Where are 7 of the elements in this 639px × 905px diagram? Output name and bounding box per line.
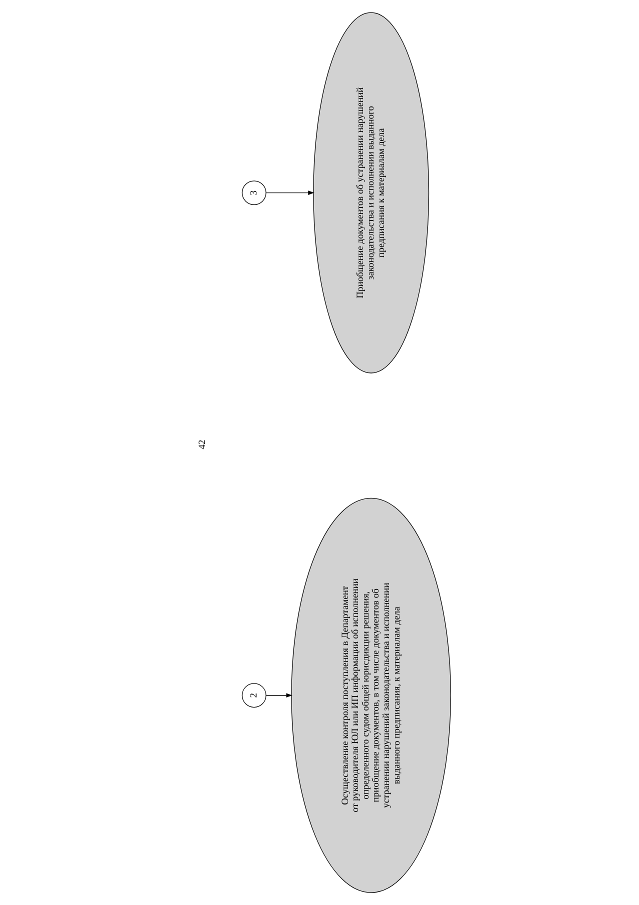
label: 42 — [198, 440, 208, 450]
node-circle: 3 — [242, 180, 266, 206]
node-ellipse: Осуществление контроля поступления в Департамент от руководителя ЮЛ или ИП информации об исполнении определенного судом общей юрисдикции решения, приобщение документов, в том числе документов об устранении нарушений законодательства и исполнении выданного предписания, к материалам дела — [291, 498, 452, 893]
arrow — [266, 693, 292, 698]
arrow — [266, 190, 314, 195]
node-circle: 2 — [242, 683, 266, 708]
node-ellipse: Приобщение документов об устранении нарушений законодательства и исполнении выданного предписания к материалам дела — [313, 12, 430, 374]
